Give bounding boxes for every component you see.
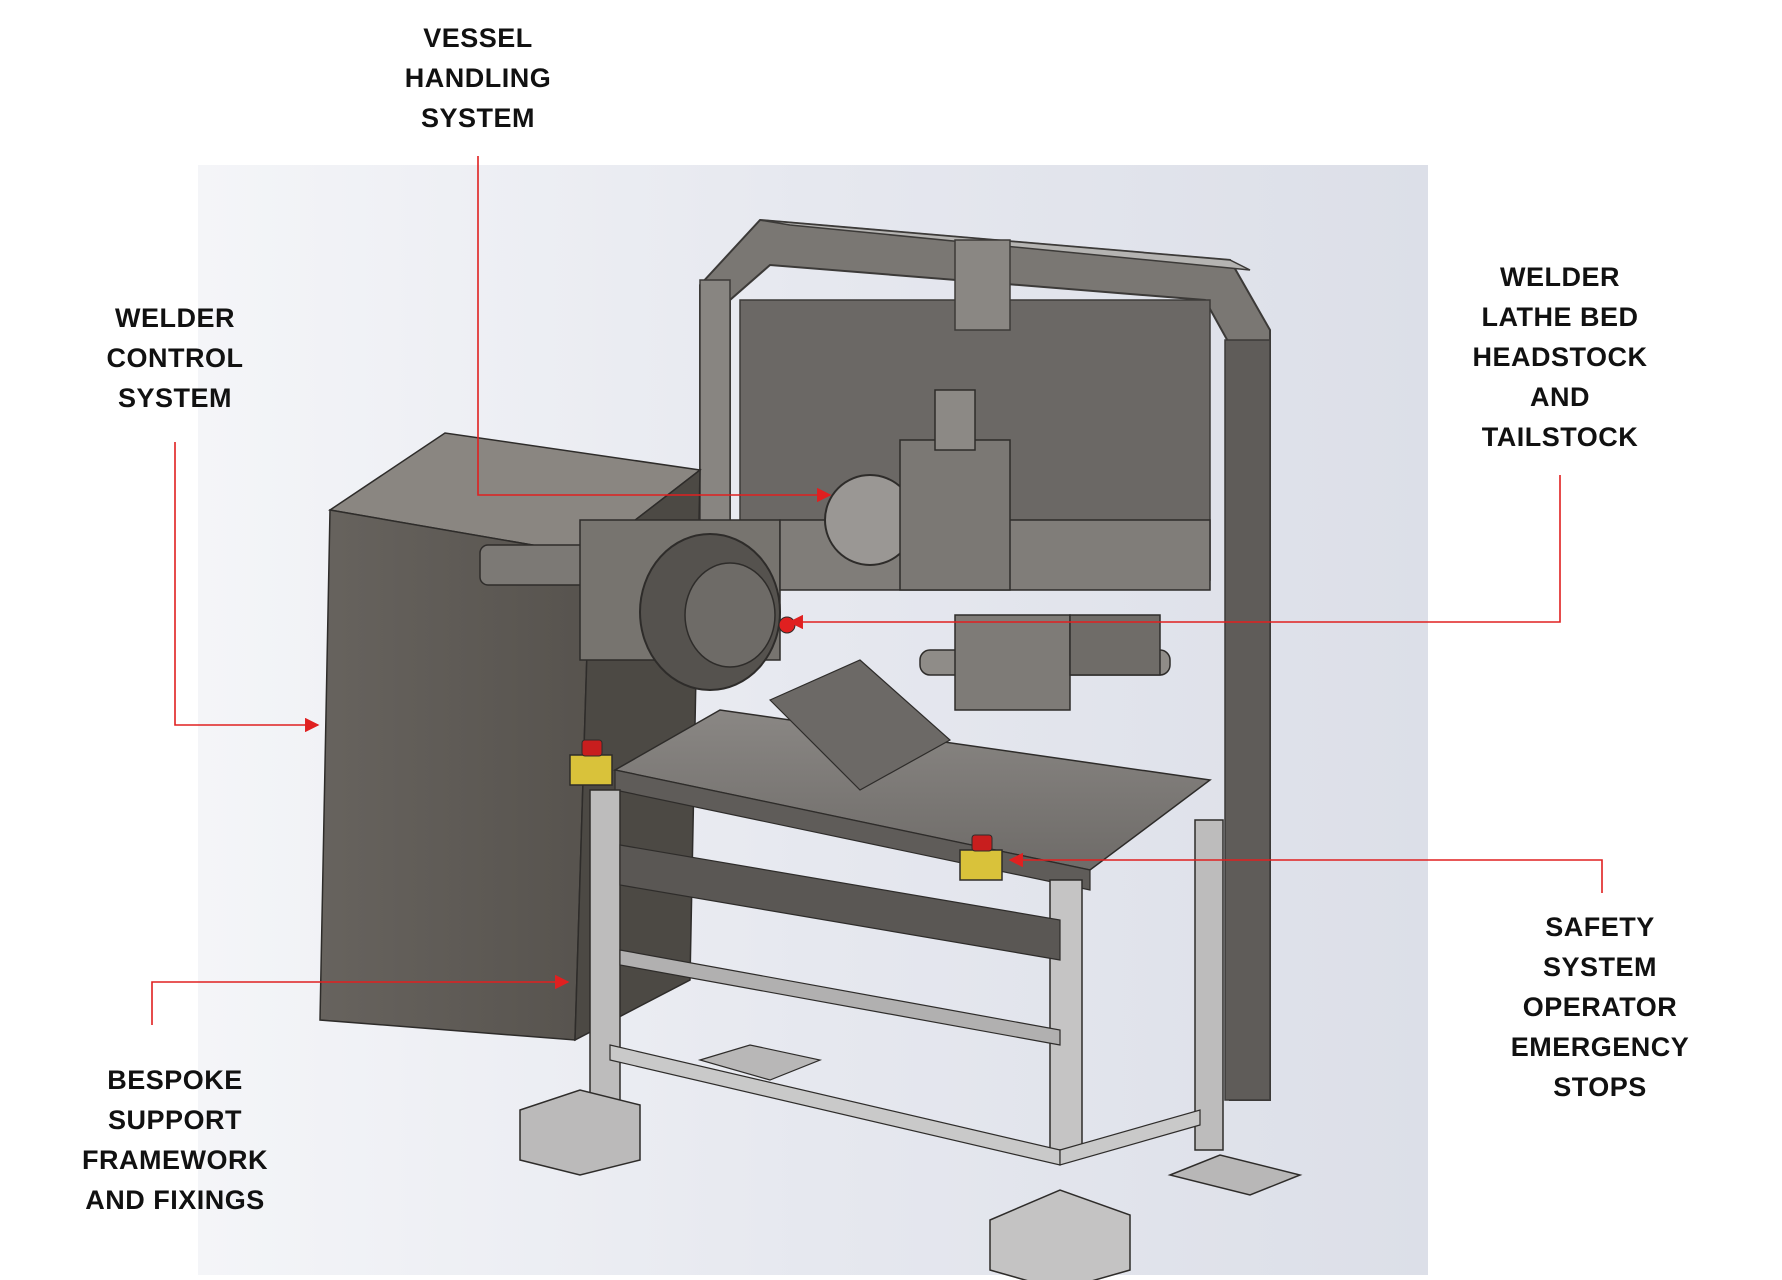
callout-line: BESPOKE <box>107 1065 243 1095</box>
callout-line: SUPPORT <box>107 1105 243 1135</box>
support-framework <box>519 789 1303 1280</box>
vessel-handling-carriage <box>779 389 1211 591</box>
callout-line: VESSEL <box>423 23 533 53</box>
headstock <box>479 519 796 691</box>
emergency-stop-right <box>959 834 1003 881</box>
callout-line: HANDLING <box>404 63 552 93</box>
callout-vessel-handling-system: VESSEL HANDLING SYSTEM <box>378 18 578 138</box>
leader-lathe <box>788 475 1561 630</box>
emergency-stop-left <box>569 739 613 786</box>
callout-line: AND FIXINGS <box>85 1185 265 1215</box>
callout-support-framework: BESPOKE SUPPORT FRAMEWORK AND FIXINGS <box>55 1060 295 1220</box>
callout-line: WELDER <box>115 303 235 333</box>
leader-control <box>174 442 320 733</box>
leader-frame <box>151 974 570 1025</box>
callout-line: TAILSTOCK <box>1481 422 1639 452</box>
callout-leaders <box>151 156 1603 1025</box>
callout-welder-control-system: WELDER CONTROL SYSTEM <box>70 298 280 418</box>
callout-line: SAFETY <box>1545 912 1655 942</box>
leader-vessel <box>477 156 832 503</box>
callout-line: EMERGENCY <box>1510 1032 1690 1062</box>
callout-line: SYSTEM <box>1542 952 1658 982</box>
callout-line: HEADSTOCK <box>1472 342 1648 372</box>
callout-line: FRAMEWORK <box>82 1145 268 1175</box>
callout-line: OPERATOR <box>1522 992 1678 1022</box>
leader-safety <box>1008 852 1603 893</box>
callout-safety-system: SAFETY SYSTEM OPERATOR EMERGENCY STOPS <box>1480 907 1720 1107</box>
callout-line: SYSTEM <box>420 103 536 133</box>
callout-line: CONTROL <box>106 343 244 373</box>
callout-line: WELDER <box>1500 262 1620 292</box>
callout-line: STOPS <box>1553 1072 1647 1102</box>
callout-line: LATHE BED <box>1481 302 1639 332</box>
callout-welder-lathe-bed: WELDER LATHE BED HEADSTOCK AND TAILSTOCK <box>1440 257 1680 457</box>
callout-line: AND <box>1530 382 1590 412</box>
tailstock <box>919 614 1171 711</box>
callout-line: SYSTEM <box>117 383 233 413</box>
